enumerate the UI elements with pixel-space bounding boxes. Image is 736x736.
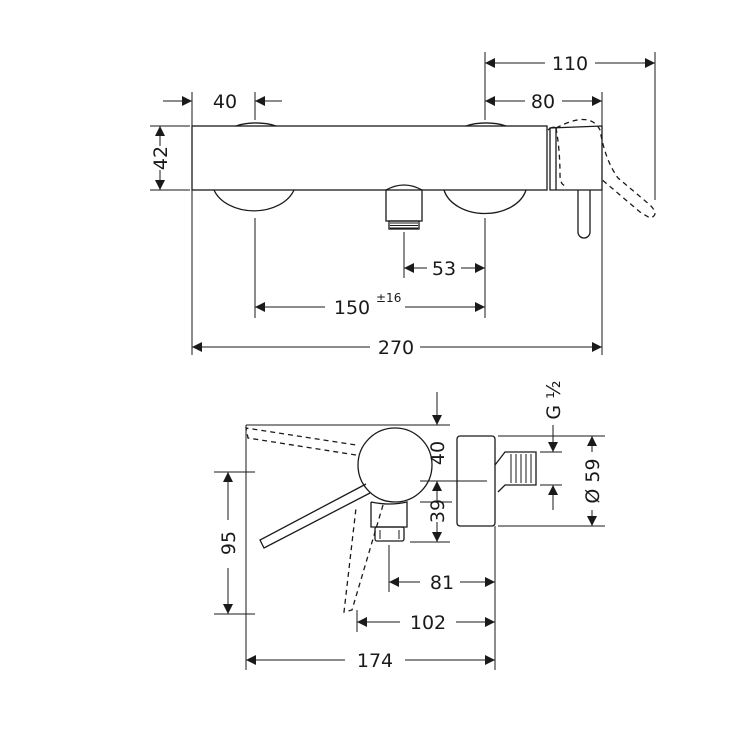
svg-text:G ½: G ½	[543, 380, 565, 419]
svg-text:110: 110	[552, 53, 588, 75]
svg-text:102: 102	[410, 612, 446, 634]
mixer-body	[191, 125, 548, 191]
svg-text:39: 39	[427, 499, 449, 523]
dim-42: 42	[150, 126, 172, 190]
svg-text:Ø 59: Ø 59	[582, 458, 604, 503]
dim-40-side: 40	[427, 392, 449, 465]
right-inlet-top-bump	[465, 122, 507, 127]
dim-81: 81	[389, 572, 495, 594]
svg-text:40: 40	[427, 441, 449, 465]
dim-39: 39	[427, 481, 449, 542]
svg-text:174: 174	[357, 650, 393, 672]
dim-thread: G ½	[543, 380, 565, 510]
dim-270: 270	[192, 337, 602, 359]
dim-80: 80	[485, 91, 602, 113]
lever-handle	[259, 483, 371, 549]
right-inlet-eccentric	[443, 189, 527, 215]
svg-text:270: 270	[378, 337, 414, 359]
left-inlet-eccentric	[213, 189, 295, 212]
svg-text:150: 150	[334, 297, 370, 319]
left-inlet-top-bump	[235, 122, 277, 127]
svg-text:40: 40	[213, 91, 237, 113]
dim-150: 150 ±16	[255, 291, 485, 319]
svg-text:80: 80	[531, 91, 555, 113]
dim-102: 102	[357, 612, 495, 634]
svg-text:95: 95	[218, 531, 240, 555]
side-view: 95 40 39 G ½ Ø 59 81 102 174	[214, 380, 605, 672]
top-view: 110 80 40 42 53 150 ±16 270	[150, 52, 655, 359]
dim-40-top: 40	[163, 91, 282, 113]
bottom-outlet	[370, 501, 408, 542]
dim-diameter-59: Ø 59	[582, 436, 604, 526]
dim-110: 110	[485, 53, 655, 75]
dim-95: 95	[218, 472, 240, 614]
svg-text:81: 81	[430, 572, 454, 594]
dim-174: 174	[246, 650, 495, 672]
svg-text:42: 42	[150, 146, 172, 170]
outlet-connector	[385, 184, 423, 230]
handle-knob	[357, 427, 433, 503]
svg-text:±16: ±16	[376, 291, 401, 305]
dim-53: 53	[404, 258, 485, 280]
svg-text:53: 53	[432, 258, 456, 280]
